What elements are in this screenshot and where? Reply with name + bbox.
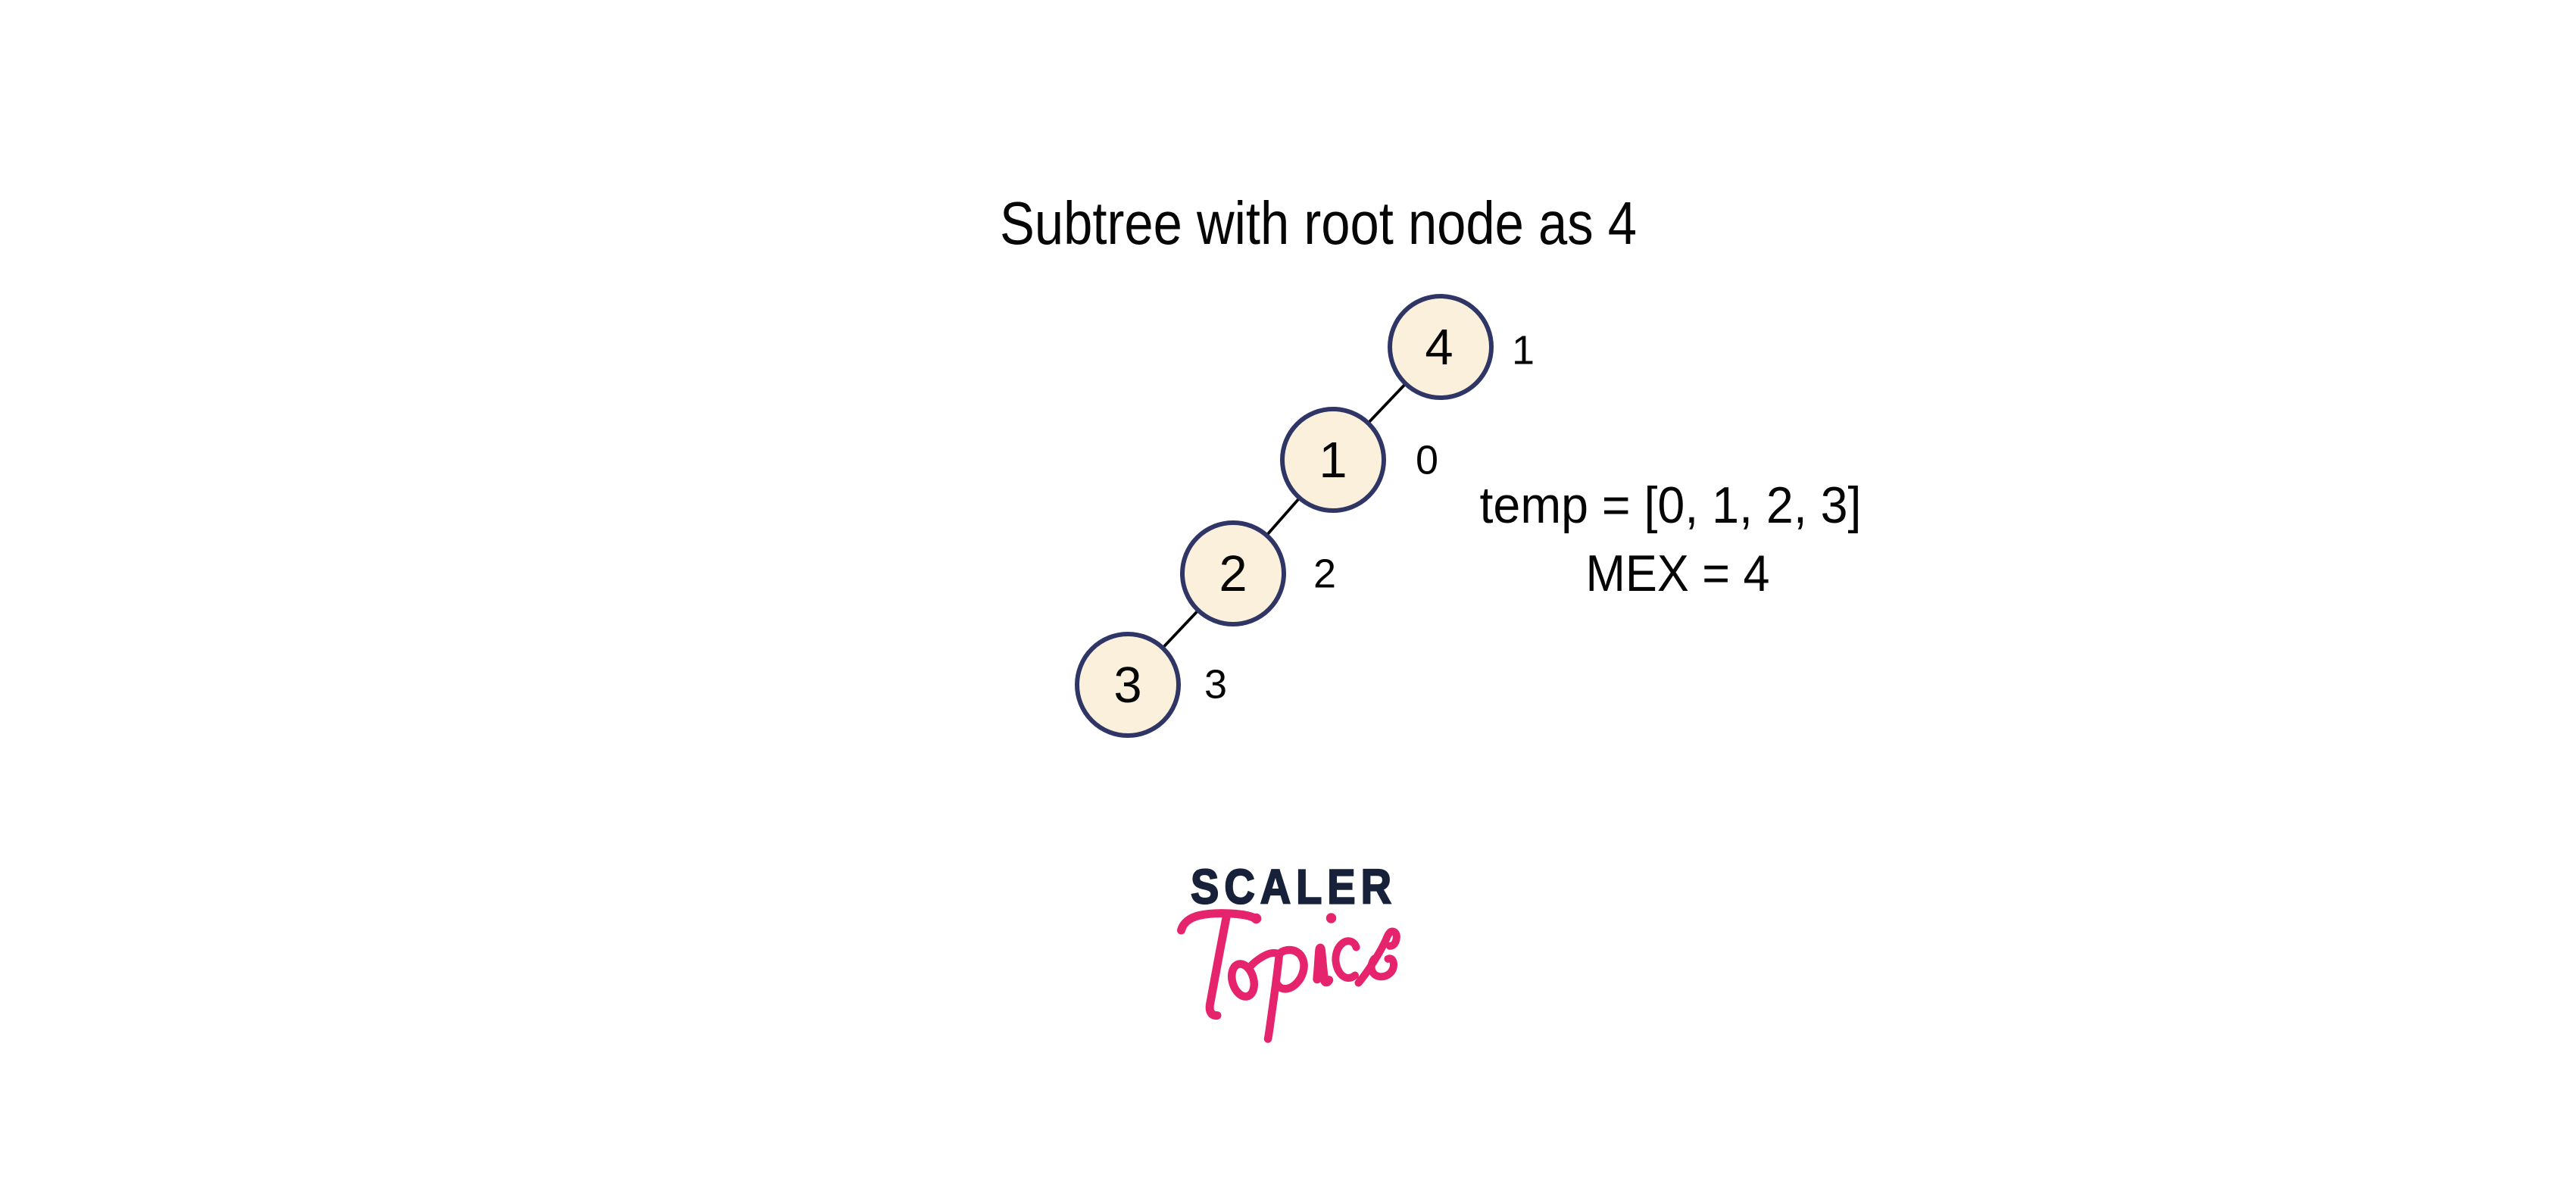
svg-text:2: 2 xyxy=(1219,545,1247,602)
svg-text:SCALER: SCALER xyxy=(1191,860,1397,914)
svg-text:2: 2 xyxy=(1313,551,1336,597)
svg-text:0: 0 xyxy=(1416,438,1438,483)
svg-text:1: 1 xyxy=(1319,432,1347,489)
svg-text:4: 4 xyxy=(1425,319,1453,376)
svg-text:Subtree with root node as 4: Subtree with root node as 4 xyxy=(1000,189,1637,257)
svg-text:3: 3 xyxy=(1204,662,1227,708)
svg-text:MEX = 4: MEX = 4 xyxy=(1586,545,1770,602)
svg-text:3: 3 xyxy=(1113,657,1141,714)
svg-text:1: 1 xyxy=(1512,328,1535,373)
svg-text:temp = [0, 1, 2, 3]: temp = [0, 1, 2, 3] xyxy=(1480,476,1862,534)
